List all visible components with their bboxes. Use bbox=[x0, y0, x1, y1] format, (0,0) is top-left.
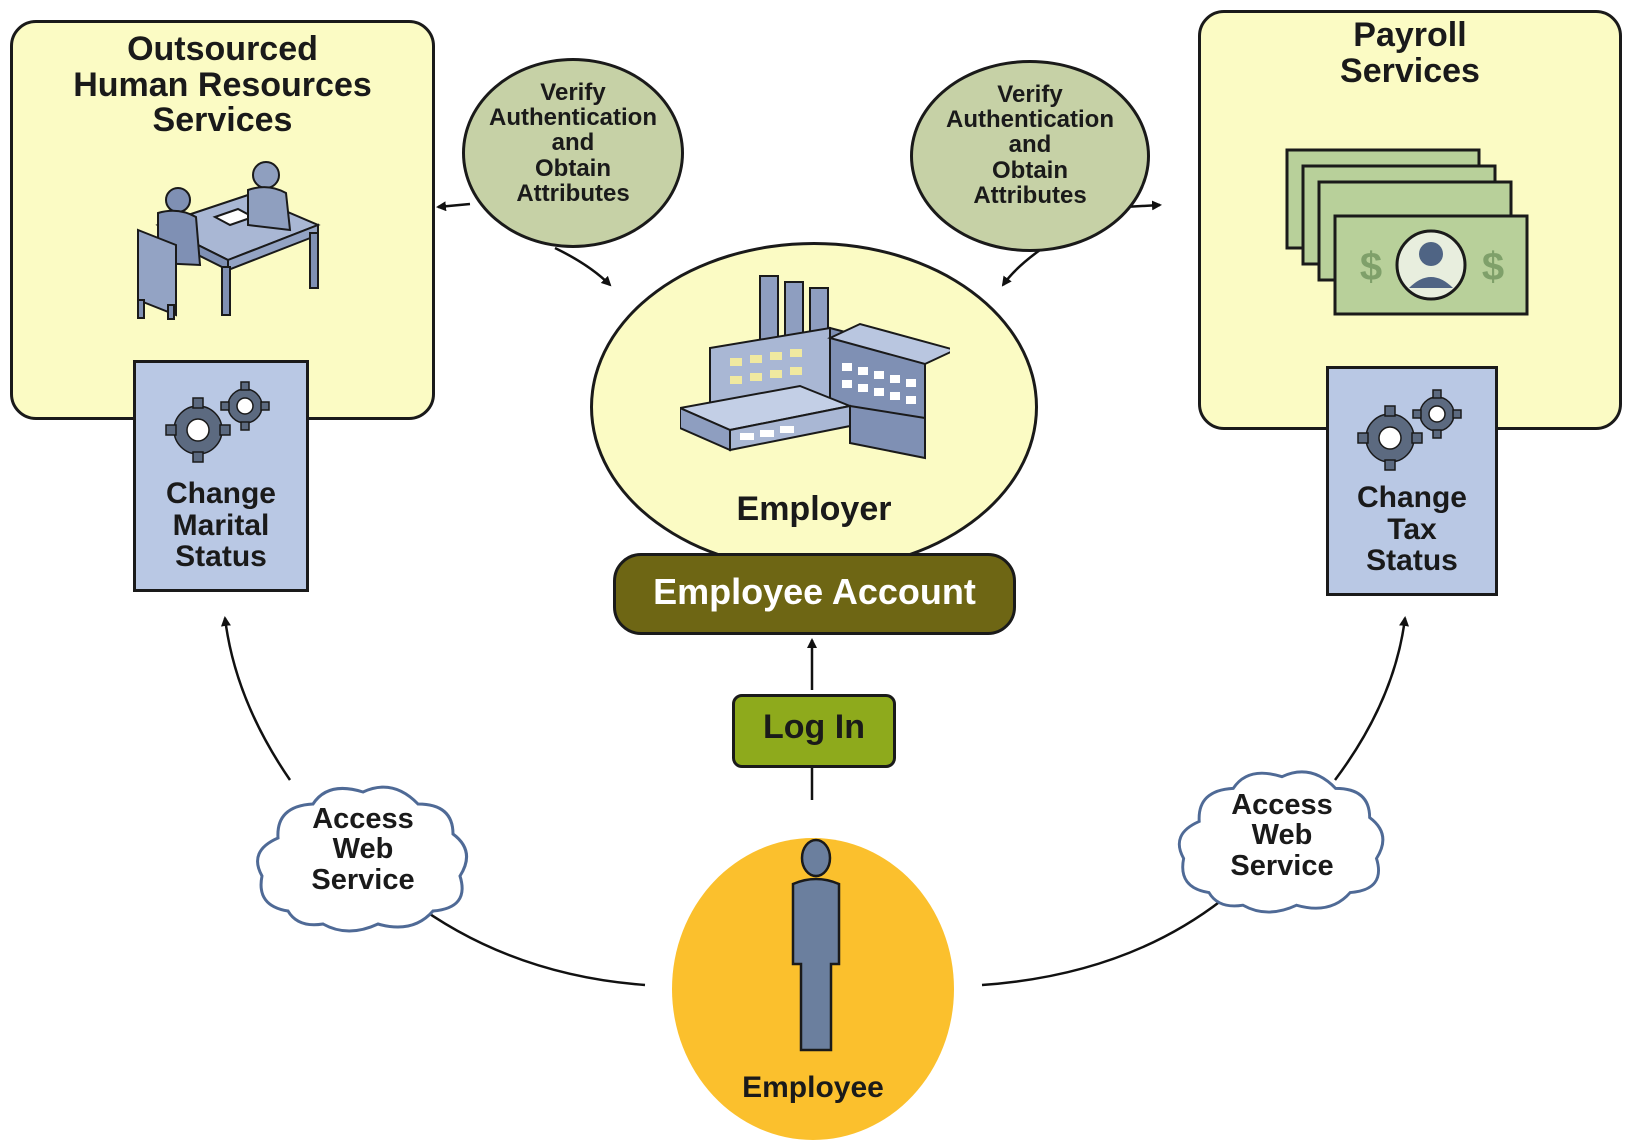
curve-employee-to-access-left bbox=[409, 898, 646, 987]
change-marital-status-label: Change Marital Status bbox=[165, 477, 276, 573]
verify-left-label: Verify Authentication and Obtain Attribu… bbox=[489, 79, 657, 207]
change-tax-status-box bbox=[1326, 366, 1498, 596]
hr-panel-title: Outsourced Human Resources Services bbox=[73, 30, 372, 140]
gears-icon bbox=[165, 381, 270, 463]
access-web-service-right-label: Access Web Service bbox=[1230, 789, 1334, 882]
change-marital-status-box bbox=[133, 360, 309, 592]
login-box[interactable] bbox=[732, 694, 896, 768]
cloud-icon bbox=[1177, 770, 1385, 914]
change-tax-status-label: Change Tax Status bbox=[1356, 481, 1467, 577]
factory-icon bbox=[680, 275, 950, 460]
gears-icon bbox=[1357, 389, 1462, 471]
payroll-panel-title: Payroll Services bbox=[1340, 16, 1480, 90]
login-label: Log In bbox=[763, 708, 865, 746]
verify-oval-right bbox=[910, 60, 1150, 252]
arrow-verify-to-employer-right bbox=[1001, 248, 1041, 287]
arrow-verify-to-hr bbox=[436, 201, 471, 212]
person-icon bbox=[791, 838, 841, 1052]
arrow-access-to-tax bbox=[1333, 616, 1409, 781]
cloud-icon bbox=[256, 785, 469, 933]
employee-label: Employee bbox=[742, 1071, 884, 1104]
arrow-verify-to-employer-left bbox=[554, 246, 612, 287]
access-web-service-left-label: Access Web Service bbox=[311, 803, 415, 896]
meeting-desk-icon bbox=[137, 161, 321, 320]
arrow-access-to-marital bbox=[221, 616, 292, 781]
verify-right-label: Verify Authentication and Obtain Attribu… bbox=[946, 81, 1114, 209]
svg-text:$: $ bbox=[1482, 245, 1504, 289]
employee-account-label: Employee Account bbox=[653, 571, 976, 612]
curve-employee-to-access-right bbox=[981, 899, 1223, 987]
money-bills-icon: $ $ bbox=[1285, 148, 1529, 316]
employee-account-box bbox=[613, 553, 1016, 635]
employer-label: Employer bbox=[736, 490, 892, 528]
verify-oval-left bbox=[462, 58, 684, 248]
svg-text:$: $ bbox=[1360, 245, 1382, 289]
